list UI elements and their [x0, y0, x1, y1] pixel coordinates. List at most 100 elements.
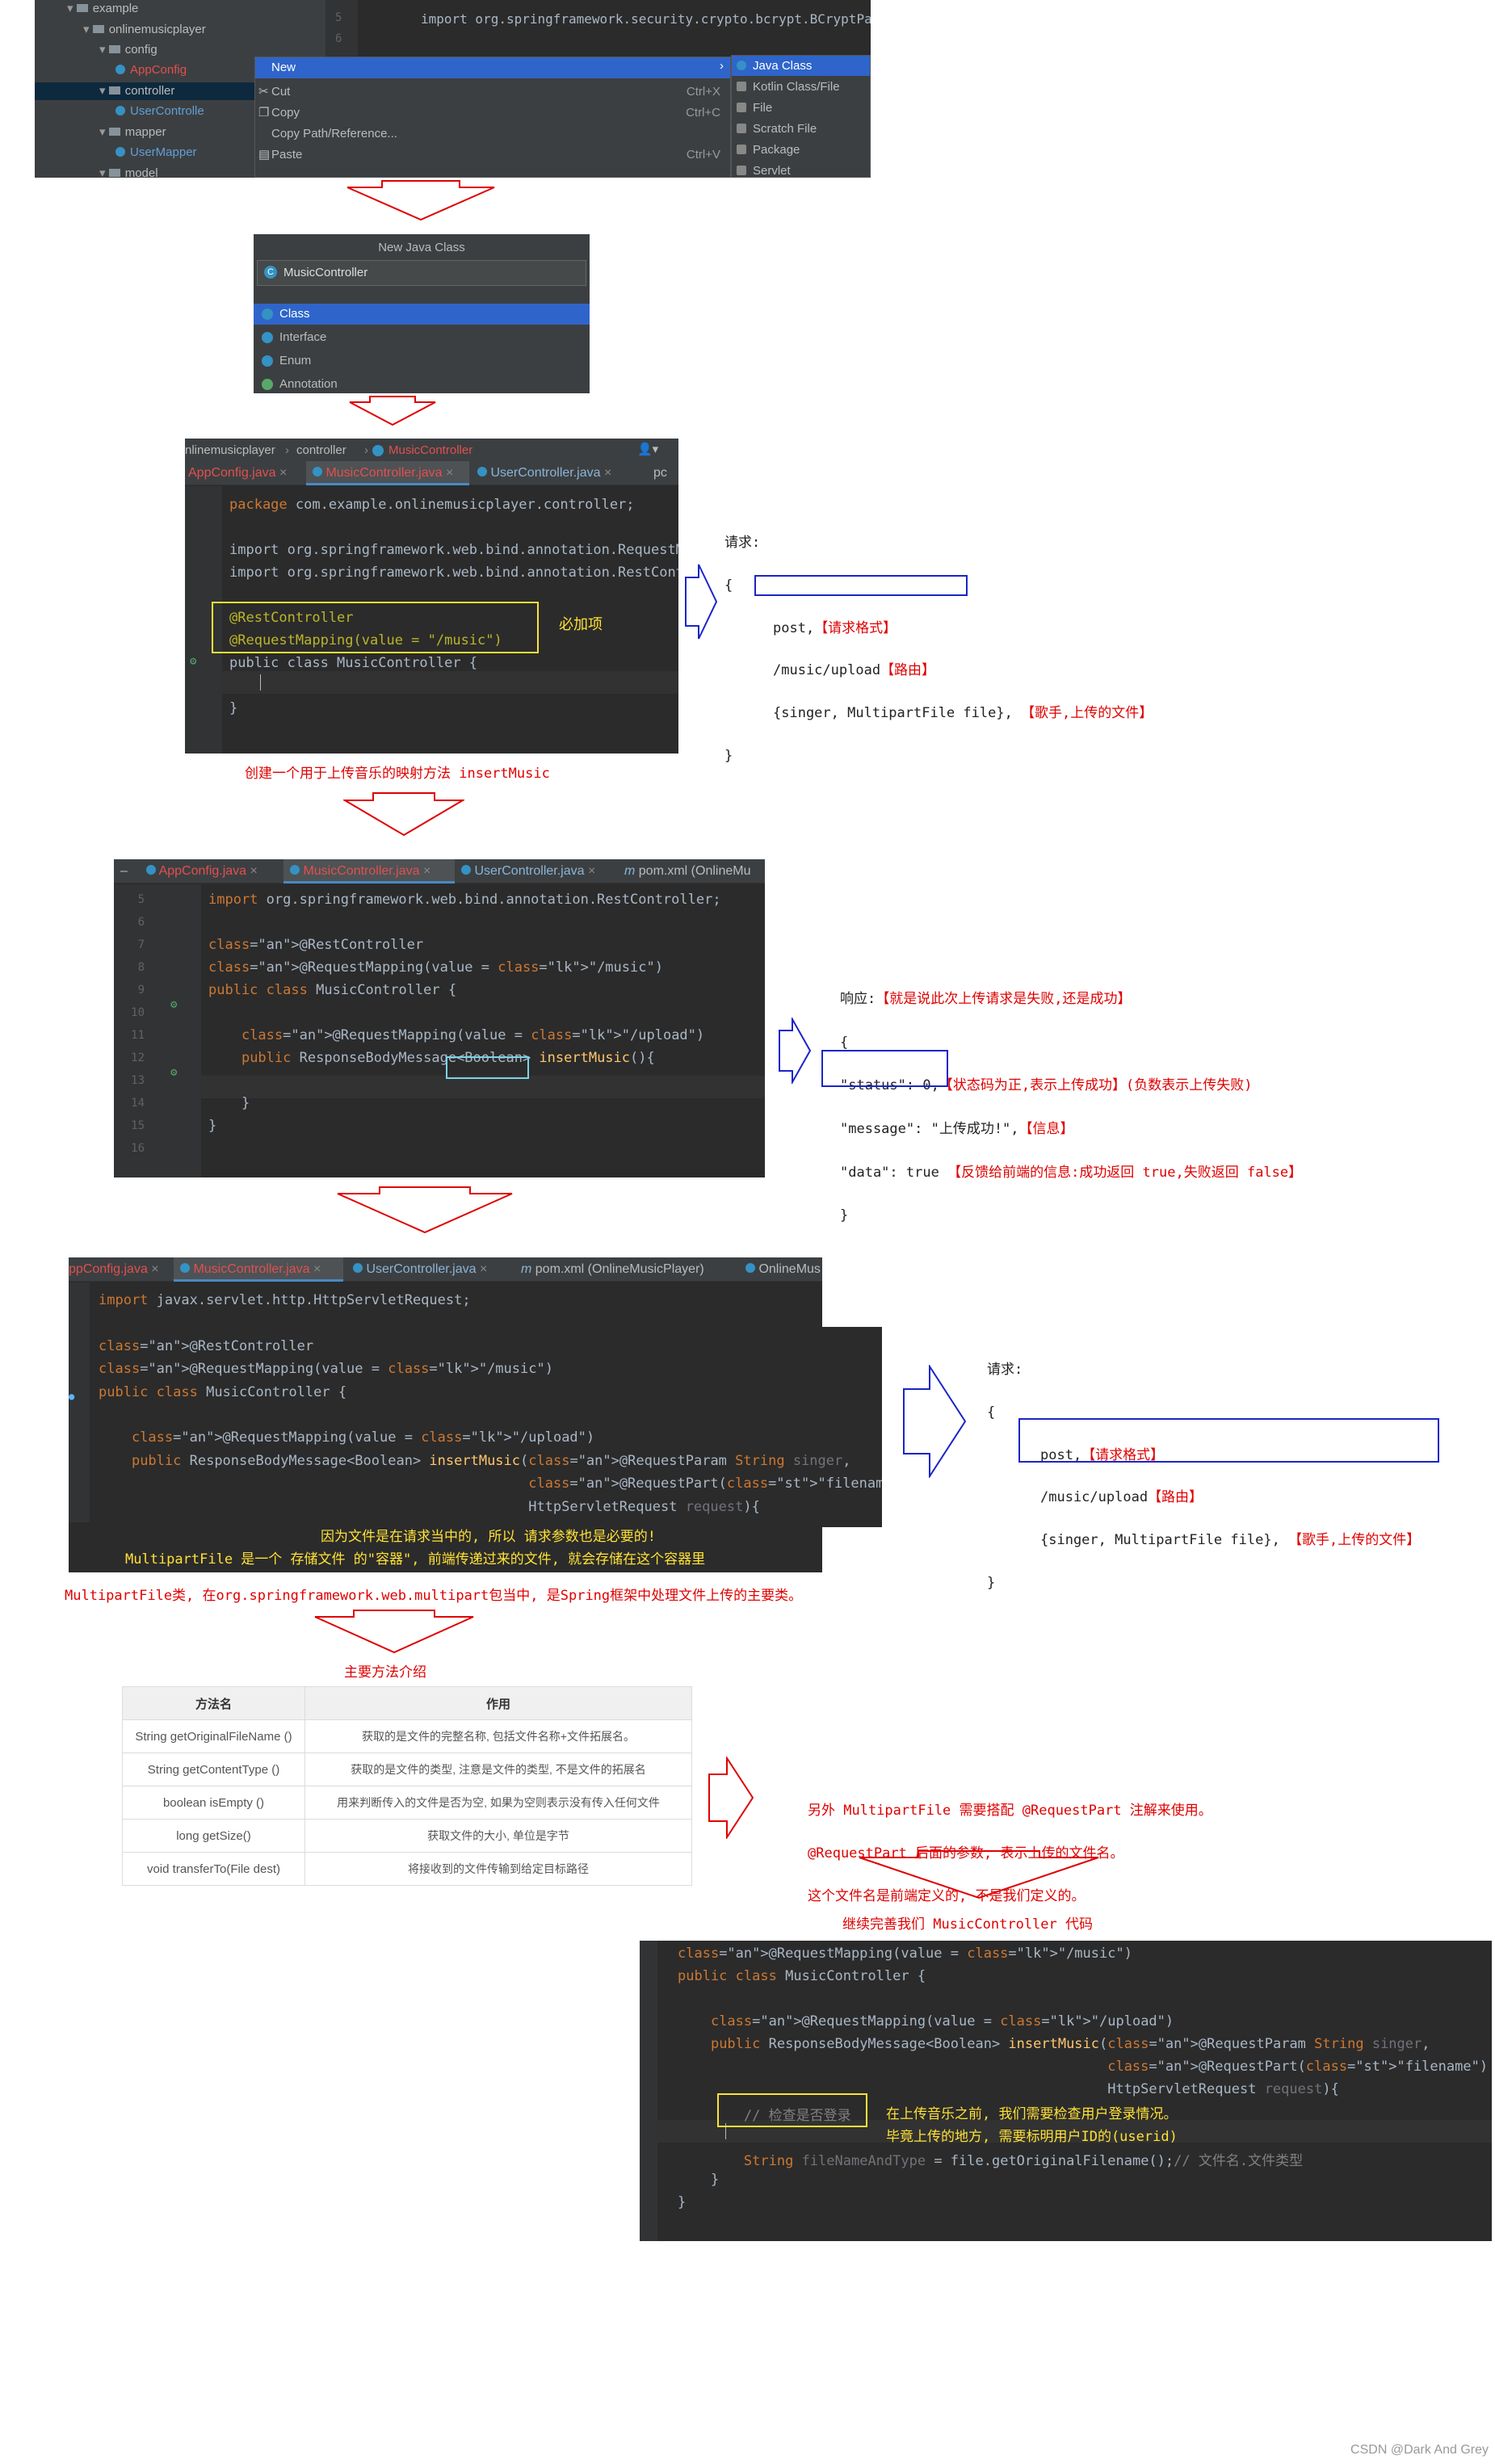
- tree-item[interactable]: ▾ example: [67, 1, 138, 15]
- down-arrow-icon: [346, 180, 495, 221]
- table-row: String getOriginalFileName ()获取的是文件的完整名称…: [122, 1719, 692, 1753]
- tree-item[interactable]: ▾ onlinemusicplayer: [83, 22, 206, 36]
- right-arrow-icon: [779, 1018, 812, 1084]
- code-line: class="an">@RequestPart(class="st">"file…: [528, 1475, 882, 1492]
- side-notes: 另外 MultipartFile 需要搭配 @RequestPart 注解来使用…: [808, 1779, 1212, 1928]
- tab-appconfig[interactable]: AppConfig.java ×: [146, 859, 258, 884]
- submenu-item[interactable]: Java Class: [732, 56, 870, 76]
- expand-arrow-icon[interactable]: ▾: [67, 2, 77, 15]
- line-number: 8: [137, 961, 145, 974]
- req-method-row: post,【请求格式】: [773, 619, 897, 636]
- tab-musiccontroller[interactable]: MusicController.java ×: [283, 859, 455, 884]
- menu-item-copy-path[interactable]: Copy Path/Reference...: [255, 124, 730, 145]
- run-gutter-icon[interactable]: ⚙: [190, 655, 197, 668]
- ide-editor-insert-music: – AppConfig.java × MusicController.java …: [114, 859, 765, 1177]
- caret-line: [222, 671, 678, 694]
- kind-option-class[interactable]: Class: [254, 304, 590, 325]
- breadcrumb-item[interactable]: controller: [296, 443, 346, 457]
- down-arrow-icon: [337, 1186, 513, 1234]
- code-line: class="an">@RequestMapping(value = class…: [678, 1946, 1132, 1962]
- run-gutter-icon[interactable]: ⚙: [170, 1066, 178, 1079]
- kind-option-annotation[interactable]: Annotation: [254, 374, 590, 395]
- menu-item-paste[interactable]: ▤ Paste Ctrl+V: [255, 145, 730, 166]
- tree-item[interactable]: UserMapper: [115, 145, 197, 159]
- down-arrow-icon: [314, 1610, 474, 1654]
- tab-collapse[interactable]: –: [120, 864, 128, 878]
- tree-item[interactable]: UserControlle: [115, 104, 204, 118]
- folder-icon: [76, 4, 88, 12]
- tab-usercontroller[interactable]: UserController.java ×: [353, 1257, 487, 1282]
- note-line: 在上传音乐之前, 我们需要检查用户登录情况。: [886, 2106, 1178, 2122]
- kind-label: Enum: [279, 354, 312, 367]
- tab-musiccontroller[interactable]: MusicController.java ×: [174, 1257, 343, 1282]
- kind-option-interface[interactable]: Interface: [254, 327, 590, 348]
- class-name-input[interactable]: C MusicController: [257, 260, 586, 286]
- tree-item-label: mapper: [124, 125, 166, 139]
- tab-pom[interactable]: pc: [653, 461, 667, 485]
- tab-label: ppConfig.java: [69, 1262, 148, 1276]
- kind-label: Interface: [279, 330, 327, 344]
- expand-arrow-icon[interactable]: ▾: [99, 166, 109, 178]
- table-cell: void transferTo(File dest): [122, 1852, 305, 1886]
- tree-item-label: onlinemusicplayer: [108, 22, 206, 36]
- annotation-path-box: [754, 575, 968, 596]
- submenu-item-label: Package: [753, 143, 800, 157]
- table-cell: 将接收到的文件传输到给定目标路径: [304, 1852, 692, 1886]
- menu-item-label: Copy Path/Reference...: [271, 127, 397, 141]
- tab-onlinemus[interactable]: OnlineMus: [745, 1257, 821, 1282]
- code-line: @RequestMapping(value = "/music"): [229, 632, 502, 649]
- watermark: CSDN @Dark And Grey: [1350, 2443, 1489, 2457]
- submenu-item[interactable]: Package: [732, 140, 870, 160]
- line-number: 9: [137, 984, 145, 997]
- menu-item-copy[interactable]: ❐ Copy Ctrl+C: [255, 103, 730, 124]
- line-number: 15: [131, 1119, 145, 1132]
- submenu-item[interactable]: Scratch File: [732, 119, 870, 139]
- tab-usercontroller[interactable]: UserController.java ×: [477, 461, 611, 485]
- tree-item-label: config: [124, 43, 157, 57]
- resp-data-row: "data": true 【反馈给前端的信息:成功返回 true,失败返回 fa…: [840, 1164, 1303, 1181]
- tree-item[interactable]: ▾ controller: [99, 83, 174, 98]
- tab-appconfig[interactable]: AppConfig.java ×: [188, 466, 288, 480]
- code-line: public class MusicController {: [208, 982, 457, 998]
- methods-table: 方法名 作用 String getOriginalFileName ()获取的是…: [122, 1686, 692, 1886]
- expand-arrow-icon[interactable]: ▾: [99, 125, 109, 139]
- code-line: public ResponseBodyMessage<Boolean> inse…: [131, 1452, 851, 1469]
- line-number: 11: [131, 1029, 145, 1042]
- submenu-item-label: Servlet: [753, 164, 791, 178]
- breadcrumb-item[interactable]: nlinemusicplayer: [185, 443, 275, 457]
- run-gutter-icon[interactable]: ⚙: [170, 998, 178, 1011]
- menu-item-new[interactable]: New ›: [255, 57, 730, 78]
- tab-appconfig[interactable]: ppConfig.java ×: [69, 1262, 159, 1276]
- expand-arrow-icon[interactable]: ▾: [99, 84, 109, 98]
- tab-usercontroller[interactable]: UserController.java ×: [461, 859, 595, 884]
- line-number: 13: [131, 1074, 145, 1087]
- line-number: 7: [137, 938, 145, 951]
- kind-option-enum[interactable]: Enum: [254, 351, 590, 371]
- submenu-item[interactable]: Servlet: [732, 161, 870, 178]
- expand-arrow-icon[interactable]: ▾: [83, 22, 93, 36]
- editor-tabs: AppConfig.java × MusicController.java × …: [185, 461, 678, 485]
- tree-item[interactable]: ▾ mapper: [99, 124, 166, 139]
- user-icon[interactable]: 👤▾: [637, 443, 659, 456]
- table-cell: boolean isEmpty (): [122, 1786, 305, 1820]
- req-brace: }: [724, 747, 733, 764]
- expand-arrow-icon[interactable]: ▾: [99, 43, 109, 57]
- breadcrumb-item[interactable]: MusicController: [388, 443, 473, 457]
- tree-item[interactable]: AppConfig: [115, 63, 187, 77]
- tab-pom[interactable]: m pom.xml (OnlineMu: [624, 864, 751, 878]
- code-line: public class MusicController {: [99, 1383, 347, 1400]
- submenu-item[interactable]: Kotlin Class/File: [732, 77, 870, 97]
- submenu-item-label: Java Class: [753, 59, 813, 73]
- tree-item-label: AppConfig: [130, 62, 187, 77]
- table-cell: long getSize(): [122, 1819, 305, 1853]
- tab-musiccontroller[interactable]: MusicController.java ×: [306, 461, 469, 485]
- tree-item[interactable]: ▾ config: [99, 42, 157, 57]
- menu-item-cut[interactable]: ✂ Cut Ctrl+X: [255, 82, 730, 103]
- note-band: [69, 1522, 822, 1572]
- tree-item[interactable]: ▾ model: [99, 166, 158, 178]
- table-cell: 获取文件的大小, 单位是字节: [304, 1819, 692, 1853]
- submenu-item[interactable]: File: [732, 98, 870, 118]
- table-cell: 用来判断传入的文件是否为空, 如果为空则表示没有传入任何文件: [304, 1786, 692, 1820]
- tab-pom[interactable]: m pom.xml (OnlineMusicPlayer): [521, 1262, 704, 1276]
